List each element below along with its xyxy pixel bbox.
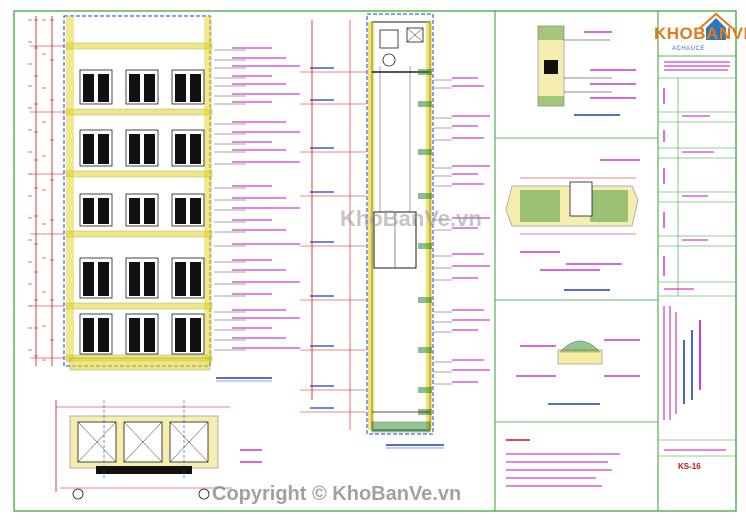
- floor-slab-edge: [418, 101, 432, 107]
- door-leaf: [129, 134, 140, 164]
- sheet-number: KS-16: [678, 462, 701, 471]
- door-frame: [79, 257, 113, 299]
- watermark-copyright: Copyright © KhoBanVe.vn: [212, 483, 462, 505]
- floor-slab-edge: [418, 297, 432, 303]
- door-leaf: [190, 262, 201, 296]
- door-leaf: [83, 134, 94, 164]
- logo-subtext: ACHAUCE: [672, 46, 705, 52]
- floor-slab: [65, 230, 213, 238]
- door-frame: [125, 193, 159, 227]
- floor-slab: [65, 108, 213, 116]
- door-leaf: [144, 262, 155, 296]
- door-frame: [79, 193, 113, 227]
- door-leaf: [144, 74, 155, 102]
- floor-slab: [65, 302, 213, 310]
- door-frame: [171, 313, 205, 355]
- door-leaf: [175, 198, 186, 224]
- detail-wall-section: [537, 25, 636, 116]
- door-leaf: [129, 262, 140, 296]
- watermark-center: KhoBanVe.vn: [340, 206, 482, 231]
- dimension-ticks: [28, 19, 64, 361]
- wall-right: [204, 16, 212, 362]
- door-frame: [79, 69, 113, 105]
- door-leaf: [83, 318, 94, 352]
- floor-slab-edge: [418, 149, 432, 155]
- door-leaf: [83, 74, 94, 102]
- door-leaf: [175, 318, 186, 352]
- floor-slab-edge: [418, 347, 432, 353]
- door-frame: [125, 313, 159, 355]
- door-leaf: [98, 134, 109, 164]
- elevator-motor-icon: [382, 53, 396, 67]
- floor-slabs: [65, 16, 213, 362]
- door-leaf: [190, 318, 201, 352]
- floor-slab-edge: [418, 69, 432, 75]
- sheet-frame: [13, 10, 737, 512]
- title-block: [658, 12, 736, 457]
- door-frame: [171, 193, 205, 227]
- door-leaf: [175, 134, 186, 164]
- door-leaf: [175, 74, 186, 102]
- door-leaf: [129, 318, 140, 352]
- building-section-left: [28, 15, 300, 382]
- door-frame: [79, 129, 113, 167]
- door-leaf: [83, 262, 94, 296]
- door-leaf: [98, 318, 109, 352]
- floor-slab-edge: [418, 387, 432, 393]
- door-leaf: [129, 198, 140, 224]
- door-leaf: [144, 134, 155, 164]
- door-frame: [125, 129, 159, 167]
- general-notes: [506, 439, 620, 487]
- annotation-leaders: [214, 47, 300, 351]
- door-panels: [79, 69, 205, 355]
- floor-slab: [65, 170, 213, 178]
- floor-slab-edge: [418, 243, 432, 249]
- door-frame: [79, 313, 113, 355]
- logo-wordmark: KHOBANVE: [654, 24, 746, 43]
- door-leaf: [144, 318, 155, 352]
- elevator-shaft-section: [300, 13, 490, 449]
- floor-slab-edge: [418, 193, 432, 199]
- door-leaf: [98, 74, 109, 102]
- door-leaf: [190, 198, 201, 224]
- door-frame: [125, 69, 159, 105]
- shaft-annotations: [310, 67, 490, 409]
- door-leaf: [144, 198, 155, 224]
- door-frame: [171, 257, 205, 299]
- door-leaf: [190, 74, 201, 102]
- detail-beam-section: [505, 159, 640, 291]
- floor-slab: [65, 42, 213, 50]
- house-logo-icon: [706, 18, 726, 40]
- elevator-plan: [55, 400, 262, 500]
- door-leaf: [175, 262, 186, 296]
- door-frame: [171, 69, 205, 105]
- door-leaf: [98, 198, 109, 224]
- wall-left: [66, 16, 74, 362]
- door-leaf: [98, 262, 109, 296]
- door-frame: [171, 129, 205, 167]
- door-frame: [125, 257, 159, 299]
- door-leaf: [83, 198, 94, 224]
- detail-connection: [516, 339, 640, 405]
- door-leaf: [129, 74, 140, 102]
- door-leaf: [190, 134, 201, 164]
